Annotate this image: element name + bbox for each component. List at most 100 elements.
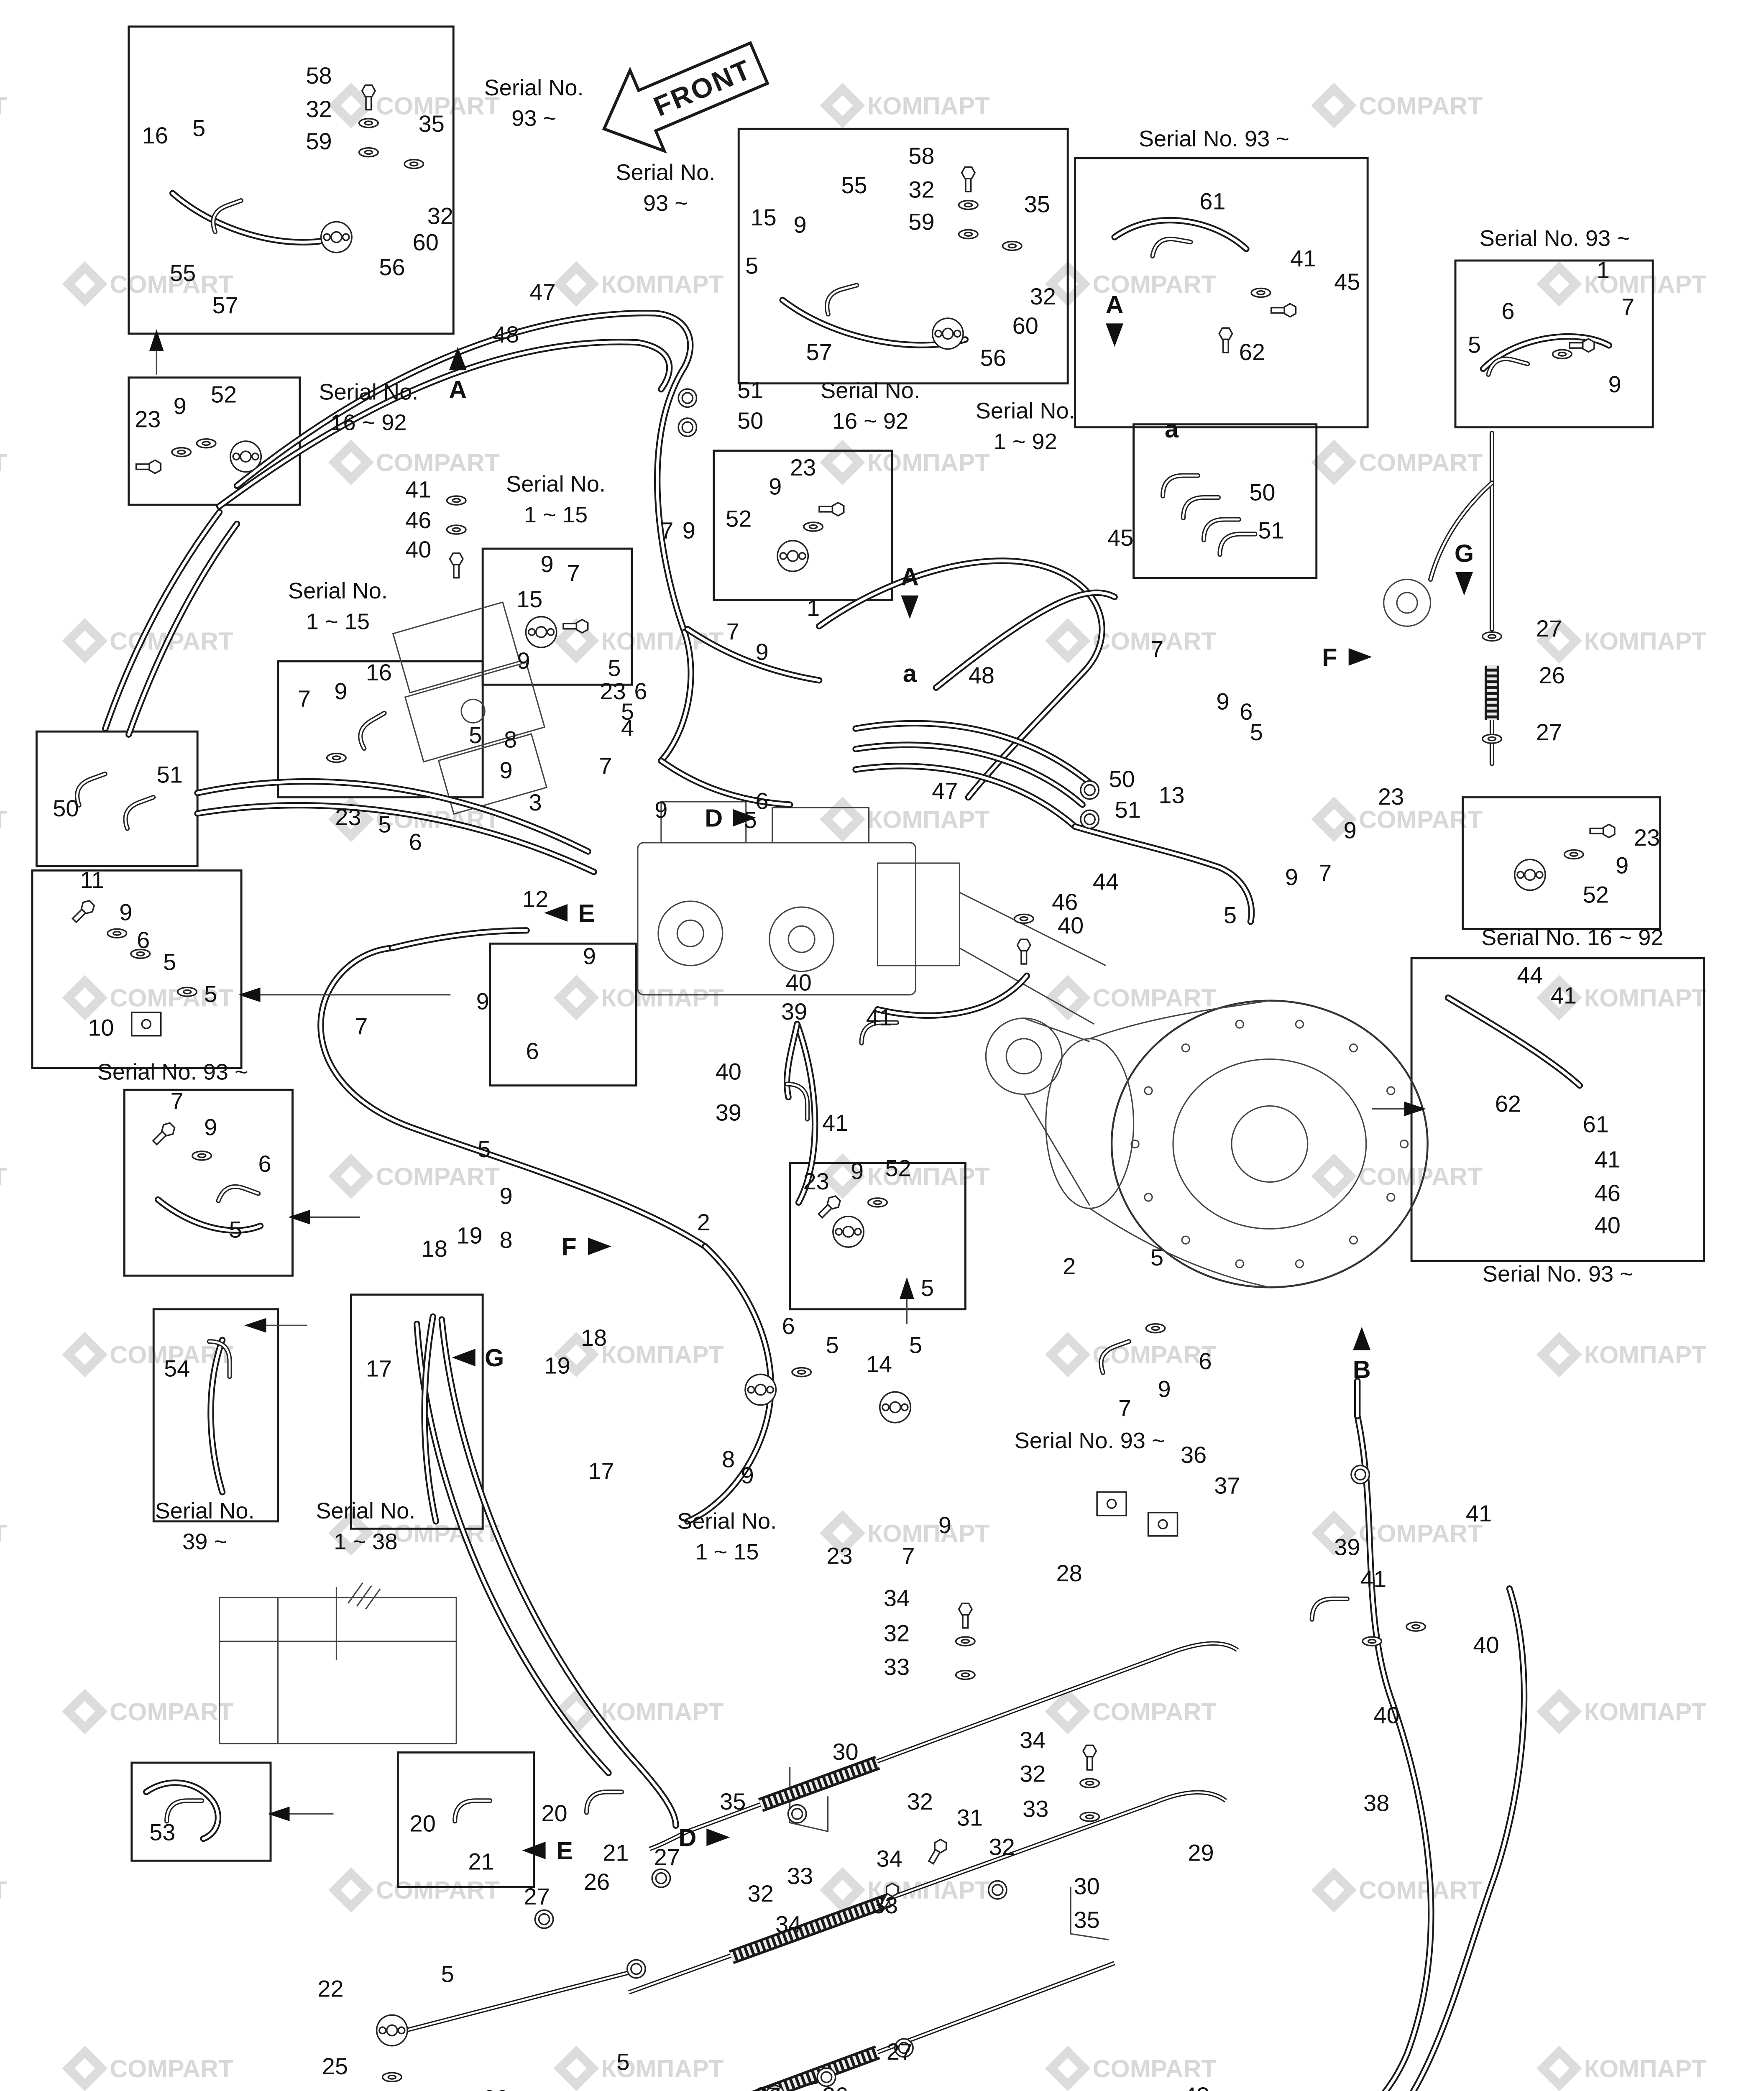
part-number-57: 57: [806, 339, 832, 365]
watermark: COMPART: [1045, 975, 1217, 1021]
watermark: КОМПАРТ: [0, 1162, 7, 1190]
elbow-fitting: [1099, 1339, 1132, 1375]
watermark: COMPART: [328, 1153, 500, 1199]
washer-fitting: [107, 928, 128, 939]
part-number-16: 16: [142, 122, 168, 148]
bolt-fitting: [1270, 303, 1297, 318]
drawing-element: [1181, 1043, 1190, 1053]
drawing-element: [378, 2026, 387, 2035]
part-number-5: 5: [163, 948, 176, 975]
drawing-element: [1158, 1519, 1168, 1530]
part-number-1: 1: [807, 595, 820, 621]
view-letter-A: A: [449, 376, 467, 404]
part-number-55: 55: [170, 260, 196, 286]
drawing-element: [196, 780, 590, 853]
washer-fitting: [1481, 631, 1502, 642]
part-number-41: 41: [1466, 1500, 1492, 1526]
drawing-element: [959, 892, 1106, 1025]
drawing-element: [785, 1022, 799, 1099]
part-number-51: 51: [1115, 797, 1140, 823]
direction-arrow: [522, 1841, 546, 1859]
part-number-46: 46: [1052, 889, 1078, 915]
drawing-element: [1386, 1086, 1396, 1095]
drawing-element: [1182, 496, 1219, 519]
part-number-9: 9: [938, 1512, 951, 1538]
flange-fitting: [525, 616, 557, 648]
hose-41: [1409, 1585, 1528, 2091]
part-number-38: 38: [1363, 1789, 1389, 1816]
drawing-element: [538, 1913, 550, 1925]
part-number-40: 40: [1058, 912, 1084, 938]
drawing-element: [127, 522, 239, 736]
drawing-element: [660, 759, 792, 806]
inset-box: [152, 1308, 279, 1523]
washer-fitting: [446, 495, 467, 506]
drawing-element: [1160, 473, 1201, 498]
hose-53: [145, 1781, 220, 1840]
drawing-element: [135, 463, 150, 470]
drawing-element: [1086, 1756, 1093, 1771]
drawing-element: [124, 796, 155, 830]
part-number-27: 27: [1536, 615, 1562, 642]
watermark: КОМПАРТ: [820, 796, 990, 842]
drawing-element: [660, 801, 747, 844]
part-number-43: 43: [1184, 2082, 1209, 2091]
part-number-50: 50: [1109, 766, 1135, 792]
watermark-text: КОМПАРТ: [601, 1341, 723, 1369]
watermark-text: КОМПАРТ: [1584, 2055, 1707, 2083]
elbow-fitting: [216, 1184, 261, 1203]
part-number-7: 7: [599, 753, 612, 779]
hose-38: [1356, 1414, 1433, 2091]
inset-box: [1462, 796, 1662, 930]
washer-fitting: [955, 1669, 976, 1680]
part-number-58: 58: [306, 62, 332, 89]
watermark-text: КОМПАРТ: [0, 92, 7, 120]
serial-range-label: Serial No.93 ~: [484, 75, 584, 131]
watermark-text: COMPART: [110, 2055, 233, 2083]
part-number-7: 7: [1319, 859, 1332, 886]
part-number-23: 23: [135, 406, 161, 432]
part-number-9: 9: [174, 393, 187, 419]
drawing-element: [1151, 1326, 1160, 1331]
part-number-54: 54: [164, 1355, 190, 1382]
serial-range-label: Serial No.1 ~ 38: [316, 1498, 415, 1554]
drawing-element: [1311, 1598, 1348, 1621]
part-number-2: 2: [697, 1209, 710, 1235]
elbow-fitting: [123, 795, 156, 831]
drawing-element: [1007, 243, 1017, 248]
elbow-fitting: [859, 1020, 899, 1046]
part-number-60: 60: [1012, 312, 1038, 339]
washer-fitting: [867, 1197, 888, 1208]
view-letter-D: D: [678, 1823, 696, 1851]
part-number-16: 16: [366, 659, 392, 685]
part-number-39: 39: [1334, 1534, 1360, 1560]
direction-arrow: [1348, 648, 1372, 666]
part-number-55: 55: [841, 172, 867, 198]
washer-fitting: [381, 2072, 402, 2083]
drawing-element: [1023, 1017, 1091, 1206]
part-number-50: 50: [1249, 479, 1275, 506]
watermark: COMPART: [62, 1332, 233, 1378]
inset-box: [713, 450, 893, 601]
inset-box: [123, 1089, 294, 1277]
drawing-element: [1524, 869, 1536, 881]
watermark: КОМПАРТ: [0, 92, 7, 120]
clamp-fitting: [677, 388, 698, 408]
drawing-element: [141, 1019, 151, 1029]
hose-41: [1411, 1587, 1526, 2091]
clamp-fitting: [626, 1959, 646, 1979]
bolt-fitting: [879, 1882, 899, 1909]
part-number-5: 5: [204, 981, 217, 1007]
part-number-9: 9: [541, 551, 554, 577]
part-number-40: 40: [1595, 1212, 1621, 1238]
part-number-2: 2: [1063, 1253, 1076, 1279]
drawing-element: [1084, 784, 1096, 796]
drawing-element: [364, 120, 373, 126]
part-number-6: 6: [137, 927, 150, 953]
block-fitting: [1096, 1491, 1127, 1516]
bolt-fitting: [818, 501, 845, 517]
watermark: КОМПАРТ: [553, 1332, 723, 1378]
part-number-19: 19: [544, 1352, 570, 1379]
drawing-element: [1487, 358, 1529, 376]
part-number-23: 23: [600, 678, 626, 704]
